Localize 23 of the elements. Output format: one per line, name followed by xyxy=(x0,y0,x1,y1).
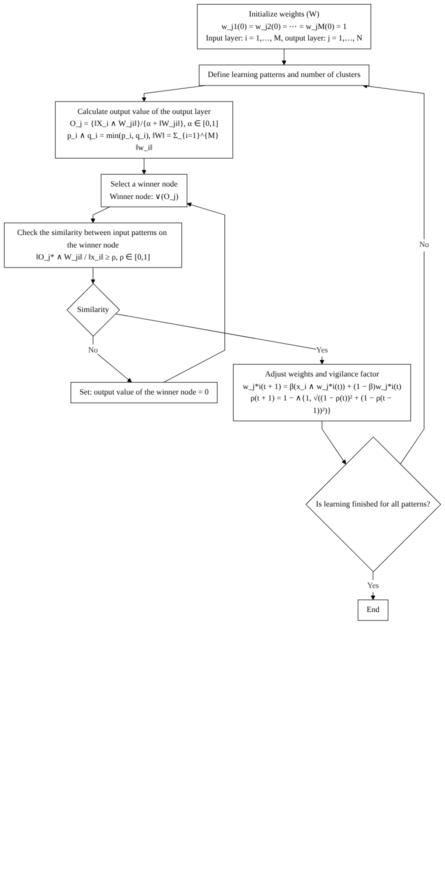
node-diamond: Similarity xyxy=(66,283,120,337)
node-box: Check the similarity between input patterns on the winner node ‖O_j* ∧ W_ji‖ / ‖x_i‖ ≥ ρ, ρ ∈ [0,1] xyxy=(4,222,182,268)
node-box: Calculate output value of the output layer O_j = {‖X_i ∧ W_ji‖}/{α + ‖W_ji‖}, α ∈ [0,1] p_i ∧ q_i = min(p_i, q_i), ‖W‖ = Σ_{i=1}^{M} ‖w_i‖ xyxy=(55,101,234,158)
arrow xyxy=(163,202,226,383)
node-box: Select a winner node Winner node: ∨(O_j) xyxy=(100,174,188,208)
arrow xyxy=(322,420,346,464)
node-box: Set: output value of the winner node = 0 xyxy=(70,382,218,404)
arrow xyxy=(282,48,286,66)
node-box: Adjust weights and vigilance factor w_j*i(t + 1) = β(x_i ∧ w_j*i(t)) + (1 − β)w_j*i(t) ρ(t + 1) = 1 − ∧{1, √((1 − ρ(t))² + (1 − ρ(t − 1))²)} xyxy=(233,364,411,422)
arrow xyxy=(142,158,146,174)
node-box: Initialize weights (W) w_j1(0) = w_j2(0) = ⋯ = w_jM(0) = 1 Input layer: i = 1,…, M, output layer: j = 1,…, N xyxy=(197,4,372,50)
edge-label: No xyxy=(419,240,429,250)
node-box: Define learning patterns and number of clusters xyxy=(198,64,370,86)
arrow xyxy=(362,84,424,464)
arrow xyxy=(90,267,96,284)
arrow xyxy=(92,336,132,383)
arrow xyxy=(115,314,324,364)
node-box: End xyxy=(358,600,388,621)
arrow xyxy=(90,206,110,224)
edge-label: Yes xyxy=(367,581,379,590)
edge-label: Yes xyxy=(316,346,328,354)
node-diamond: Is learning finished for all patterns? xyxy=(306,436,442,572)
edge-label: No xyxy=(88,346,98,354)
